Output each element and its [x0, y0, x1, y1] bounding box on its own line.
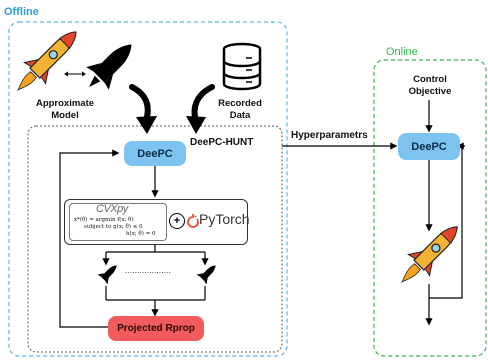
offline-frame — [8, 21, 288, 357]
deepc-node: DeePC — [124, 141, 186, 166]
differentiable-optimization-box: CVXpy x*(θ) = argmin f(x; θ) subject to … — [64, 199, 250, 245]
dots-separator: ................... — [125, 266, 172, 275]
online-frame — [373, 59, 487, 357]
plus-symbol: + — [169, 213, 185, 229]
approximate-model-label: Approximate Model — [35, 98, 95, 121]
rocket-silhouette-icon — [196, 265, 216, 285]
database-icon — [222, 42, 262, 91]
cvxpy-equation-2: subject to g(x; θ) ≤ 0 — [84, 224, 143, 230]
rocket-silhouette-icon — [97, 265, 117, 285]
rocket-silhouette-icon — [86, 44, 132, 90]
rocket-icon — [17, 31, 77, 91]
deepc-hunt-title: DeePC-HUNT — [190, 137, 254, 148]
offline-label: Offline — [4, 6, 39, 18]
pytorch-flame-icon — [187, 214, 199, 228]
control-objective-label: Control Objective — [408, 74, 452, 97]
double-arrow-icon — [64, 71, 86, 77]
pytorch-label: PyTorch — [199, 211, 250, 227]
online-label: Online — [386, 46, 418, 58]
cvxpy-equation-1: x*(θ) = argmin f(x; θ) — [74, 217, 134, 223]
curved-arrow-icon — [129, 84, 157, 134]
cvxpy-logo: CVXpy — [96, 203, 128, 215]
cvxpy-equation-3: h(x; θ) = 0 — [126, 231, 156, 237]
curved-arrow-icon — [186, 84, 215, 134]
cvxpy-panel: CVXpy x*(θ) = argmin f(x; θ) subject to … — [69, 203, 167, 241]
online-deepc-node: DeePC — [398, 133, 460, 160]
projected-rprop-node: Projected Rprop — [108, 316, 204, 341]
rocket-icon — [401, 226, 458, 283]
deepc-hunt-frame — [27, 125, 283, 353]
recorded-data-label: Recorded Data — [218, 98, 262, 121]
hyperparameters-label: Hyperparametrs — [291, 130, 368, 141]
